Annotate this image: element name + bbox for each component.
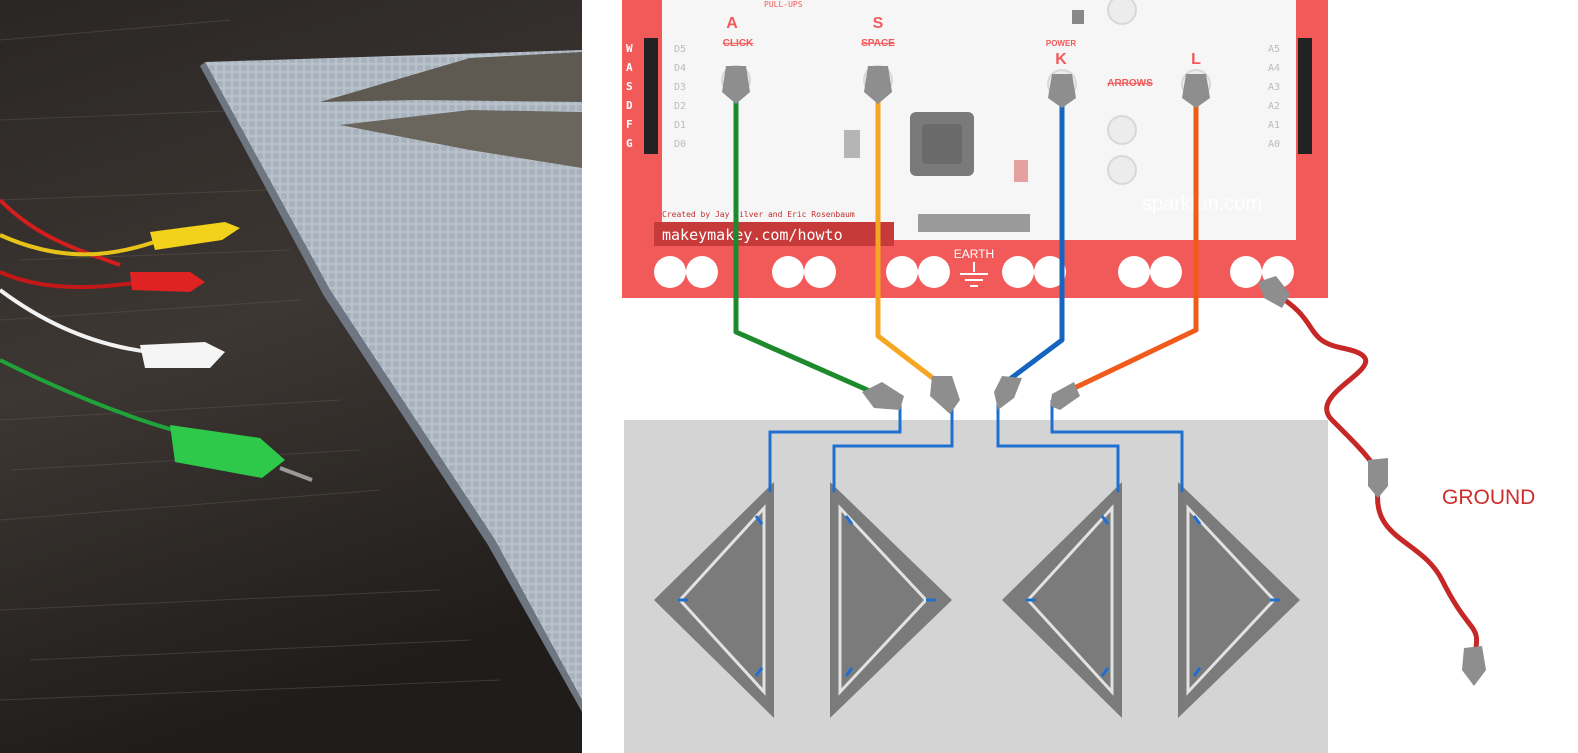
ground-symbol-icon — [960, 262, 988, 287]
left-pin-labels: W A S D F G — [626, 42, 633, 150]
alligator-clip-icon — [130, 222, 313, 482]
pin-d2: D2 — [674, 101, 686, 112]
left-header — [644, 38, 658, 154]
key-s-label: S — [873, 15, 884, 32]
photo-panel — [0, 0, 582, 753]
foil-pad — [340, 110, 582, 168]
mat-edge — [200, 62, 582, 712]
right-pin-names: A5 A4 A3 A2 A1 A0 — [1268, 44, 1280, 150]
green-wire — [733, 98, 874, 395]
pin-a5: A5 — [1268, 44, 1280, 55]
foil-traces — [678, 400, 1280, 677]
key-s-sub: SPACE — [861, 38, 895, 49]
pin-a4: A4 — [1268, 63, 1280, 74]
pin-d0: D0 — [674, 139, 686, 150]
orange-red-wire — [1064, 100, 1199, 395]
blue-wire — [1004, 100, 1065, 384]
pin-a1: A1 — [1268, 120, 1280, 131]
ground-label: GROUND — [1442, 486, 1535, 509]
arrows-label: ARROWS — [1107, 78, 1153, 89]
up-arrow-pad — [830, 482, 952, 718]
left-arrow-pad — [654, 482, 774, 718]
pin-key-w: W — [626, 42, 633, 55]
url-box — [654, 222, 894, 246]
small-component — [1014, 160, 1028, 182]
photo-wires — [0, 198, 181, 434]
pin-key-a: A — [626, 61, 633, 74]
earth-pads — [654, 256, 1294, 288]
pin-key-s: S — [626, 80, 633, 93]
wiring-diagram: W A S D F G D5 D4 D3 D2 D1 D0 A5 A4 A3 A… — [622, 0, 1535, 753]
url-text: makeymakey.com/howto — [662, 226, 843, 244]
earth-label: EARTH — [954, 247, 994, 261]
key-a-label: A — [726, 15, 738, 32]
foil-pad — [320, 52, 582, 102]
chip-icon — [910, 112, 974, 176]
key-l-label: L — [1191, 51, 1201, 68]
pin-a3: A3 — [1268, 82, 1280, 93]
arrow-pads — [654, 482, 1300, 718]
board-face — [662, 0, 1296, 240]
jumper-wires — [733, 98, 1480, 661]
pin-d3: D3 — [674, 82, 686, 93]
down-arrow-pad — [1002, 482, 1122, 718]
pin-key-g: G — [626, 137, 633, 150]
right-header — [1298, 38, 1312, 154]
pin-key-d: D — [626, 99, 633, 112]
makey-makey-board: W A S D F G D5 D4 D3 D2 D1 D0 A5 A4 A3 A… — [622, 0, 1328, 298]
pullups-label: PULL-UPS — [764, 0, 803, 9]
alligator-clip-icon — [722, 66, 1486, 686]
pin-d5: D5 — [674, 44, 686, 55]
foam-mat — [205, 50, 582, 700]
orange-wire — [875, 98, 940, 384]
earth-header — [918, 214, 1030, 232]
key-a-sub: CLICK — [723, 38, 754, 49]
key-labels: A CLICK S SPACE POWER K ARROWS L — [723, 15, 1201, 89]
pin-a2: A2 — [1268, 101, 1280, 112]
small-component — [844, 130, 860, 158]
pin-d1: D1 — [674, 120, 686, 131]
left-pin-names: D5 D4 D3 D2 D1 D0 — [674, 44, 686, 150]
brand-text: sparkfun.com — [1142, 193, 1262, 215]
credits-text: Created by Jay Silver and Eric Rosenbaum — [662, 210, 855, 219]
pin-a0: A0 — [1268, 139, 1280, 150]
power-label: POWER — [1046, 39, 1076, 48]
key-k-label: K — [1055, 51, 1067, 68]
ground-wire — [1270, 289, 1480, 661]
small-component — [1072, 10, 1084, 24]
pin-key-f: F — [626, 118, 633, 131]
right-arrow-pad — [1178, 482, 1300, 718]
pin-d4: D4 — [674, 63, 686, 74]
